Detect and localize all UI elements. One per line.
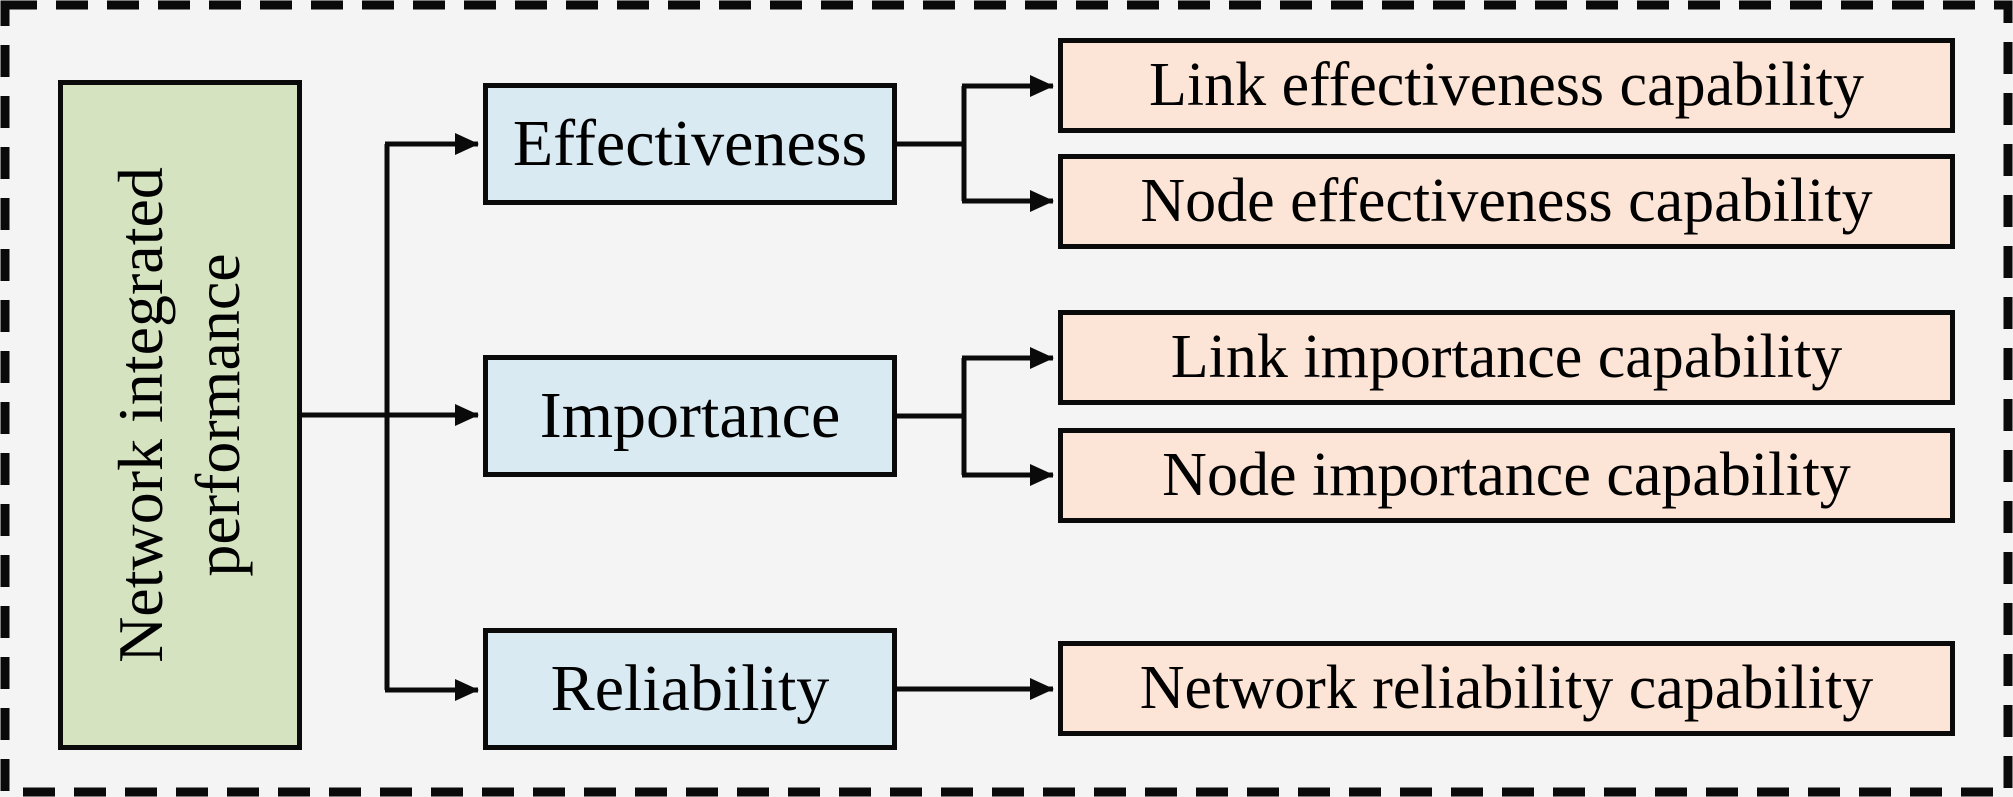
leaf-node-link-effectiveness: Link effectiveness capability xyxy=(1058,38,1955,133)
root-node-label: Network integrated performance xyxy=(105,167,253,663)
leaf-node-node-effectiveness-label: Node effectiveness capability xyxy=(1140,167,1873,235)
leaf-node-link-importance-label: Link importance capability xyxy=(1170,323,1843,391)
branch-node-reliability: Reliability xyxy=(483,628,897,750)
connector-importance-bracket xyxy=(897,358,967,475)
leaf-node-link-effectiveness-label: Link effectiveness capability xyxy=(1148,51,1865,119)
leaf-node-node-importance: Node importance capability xyxy=(1058,428,1955,523)
branch-node-effectiveness-label: Effectiveness xyxy=(512,107,868,180)
leaf-node-network-reliability: Network reliability capability xyxy=(1058,641,1955,736)
leaf-node-network-reliability-label: Network reliability capability xyxy=(1139,654,1874,722)
branch-node-effectiveness: Effectiveness xyxy=(483,83,897,205)
leaf-node-node-importance-label: Node importance capability xyxy=(1162,441,1851,509)
connector-effectiveness-bracket xyxy=(897,86,967,201)
leaf-node-link-importance: Link importance capability xyxy=(1058,310,1955,405)
branch-node-importance: Importance xyxy=(483,355,897,477)
branch-node-reliability-label: Reliability xyxy=(550,652,830,725)
branch-node-importance-label: Importance xyxy=(539,379,841,452)
root-node: Network integrated performance xyxy=(58,80,302,750)
leaf-node-node-effectiveness: Node effectiveness capability xyxy=(1058,154,1955,249)
